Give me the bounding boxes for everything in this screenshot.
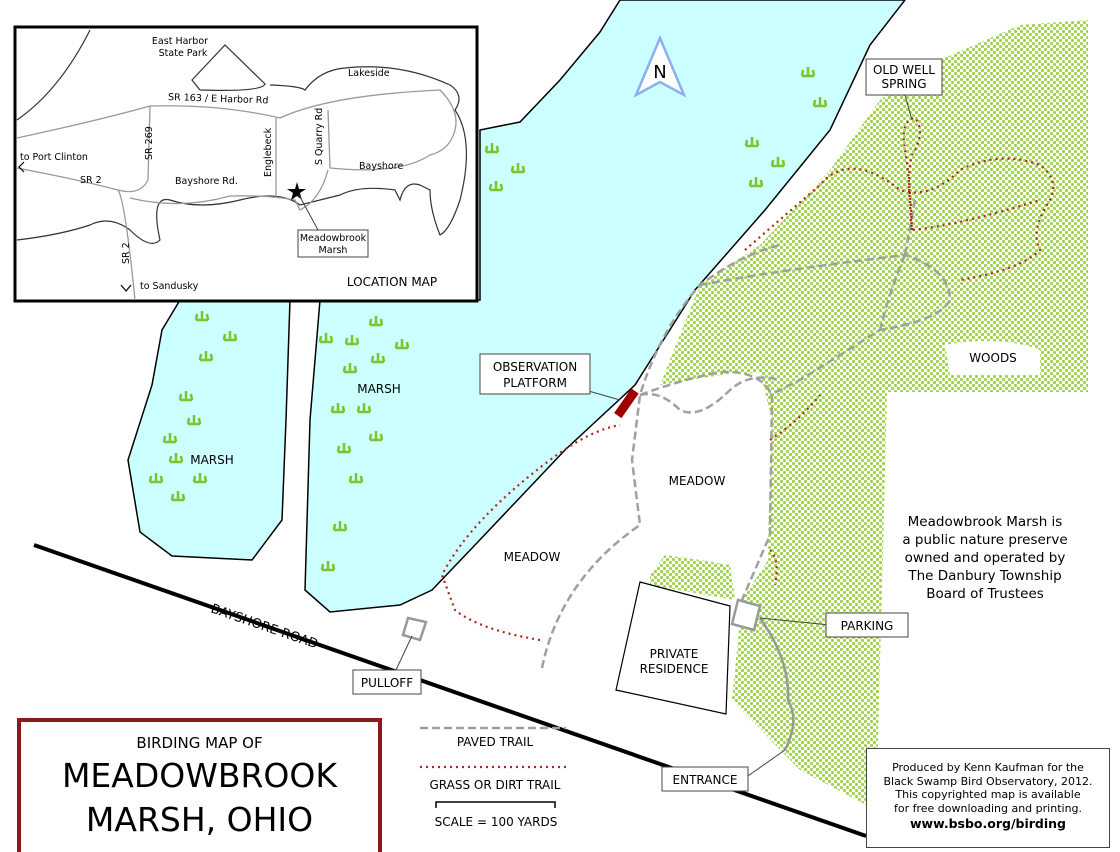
observation-platform[interactable] [614,388,639,419]
meadow-label: MEADOW [669,474,726,488]
svg-text:SR 2: SR 2 [121,242,132,264]
svg-text:PARKING: PARKING [841,619,894,633]
woods-clearing [945,341,1040,375]
svg-text:Bayshore: Bayshore [359,161,403,172]
paved-trails[interactable] [540,199,952,669]
svg-text:N: N [653,62,666,83]
svg-text:PAVED TRAIL: PAVED TRAIL [457,735,534,749]
woods-small [650,555,735,600]
old-well-spring-callout: OLD WELL SPRING [865,58,943,121]
dirt-trails[interactable] [440,116,1055,642]
svg-text:Englebeck: Englebeck [263,127,274,177]
entrance-road [758,617,795,751]
meadow-label: MEADOW [504,550,561,564]
ownership-note: Meadowbrook Marsh is a public nature pre… [880,513,1090,603]
woods-area [660,20,1088,810]
credit-url-link[interactable]: www.bsbo.org/birding [909,816,1066,831]
svg-text:SPRING: SPRING [881,77,926,91]
svg-text:Lakeside: Lakeside [348,68,390,79]
svg-text:SR 269: SR 269 [144,126,155,160]
observation-platform-callout: OBSERVATION PLATFORM [479,353,621,401]
svg-text:Meadowbrook: Meadowbrook [300,233,367,244]
left-marsh-water [127,299,291,561]
note-line: owned and operated by [904,550,1066,566]
svg-text:LOCATION MAP: LOCATION MAP [347,275,437,289]
svg-text:to Port Clinton: to Port Clinton [20,152,88,163]
credit-line: Black Swamp Bird Observatory, 2012. [883,774,1093,788]
private-residence [615,581,731,715]
map-title-line1: MEADOWBROOK [61,756,338,795]
svg-text:State Park: State Park [159,48,208,59]
credit-line: This copyrighted map is available [895,788,1081,801]
parking-lot[interactable] [730,598,762,632]
svg-text:OBSERVATION: OBSERVATION [493,360,577,374]
map-title-box: BIRDING MAP OF MEADOWBROOK MARSH, OHIO [17,718,382,852]
private-residence-label: RESIDENCE [640,662,709,676]
woods-label: WOODS [969,351,1017,365]
svg-text:PULLOFF: PULLOFF [361,676,413,690]
svg-text:SCALE = 100 YARDS: SCALE = 100 YARDS [435,815,558,829]
marsh-label: MARSH [357,382,401,396]
svg-text:S Quarry Rd: S Quarry Rd [314,108,325,165]
credit-box: Produced by Kenn Kaufman for the Black S… [866,748,1110,848]
entrance-callout: ENTRANCE [661,749,786,792]
credit-line: Produced by Kenn Kaufman for the [892,761,1084,774]
svg-text:ENTRANCE: ENTRANCE [673,773,738,787]
note-line: The Danbury Township [908,568,1062,584]
location-map-inset: East Harbor State Park Lakeside SR 163 /… [13,25,479,303]
svg-text:SR 2: SR 2 [80,175,102,186]
legend: PAVED TRAIL GRASS OR DIRT TRAIL SCALE = … [420,726,566,829]
road-label: BAYSHORE ROAD [209,602,320,653]
meadow-clearing [632,372,772,540]
parking-callout: PARKING [759,612,909,638]
svg-text:PLATFORM: PLATFORM [503,376,567,390]
svg-text:GRASS OR DIRT TRAIL: GRASS OR DIRT TRAIL [429,778,560,792]
star-icon [287,182,306,200]
svg-text:SR 163 / E Harbor Rd: SR 163 / E Harbor Rd [168,92,269,106]
pulloff[interactable] [401,616,428,642]
map-title-line2: MARSH, OHIO [85,800,314,839]
svg-text:OLD WELL: OLD WELL [873,63,935,77]
pulloff-callout: PULLOFF [352,635,422,695]
svg-text:East Harbor: East Harbor [152,36,208,47]
note-line: Meadowbrook Marsh is [907,514,1063,530]
svg-text:to Sandusky: to Sandusky [140,281,199,292]
marsh-label: MARSH [190,453,234,467]
credit-line: for free downloading and printing. [893,801,1083,815]
private-residence-label: PRIVATE [650,647,699,661]
map-subtitle: BIRDING MAP OF [136,734,263,752]
note-line: Board of Trustees [926,586,1044,602]
svg-text:Bayshore Rd.: Bayshore Rd. [175,176,238,187]
note-line: a public nature preserve [902,532,1068,548]
north-arrow-icon: N [633,34,687,98]
svg-text:Marsh: Marsh [319,245,348,256]
